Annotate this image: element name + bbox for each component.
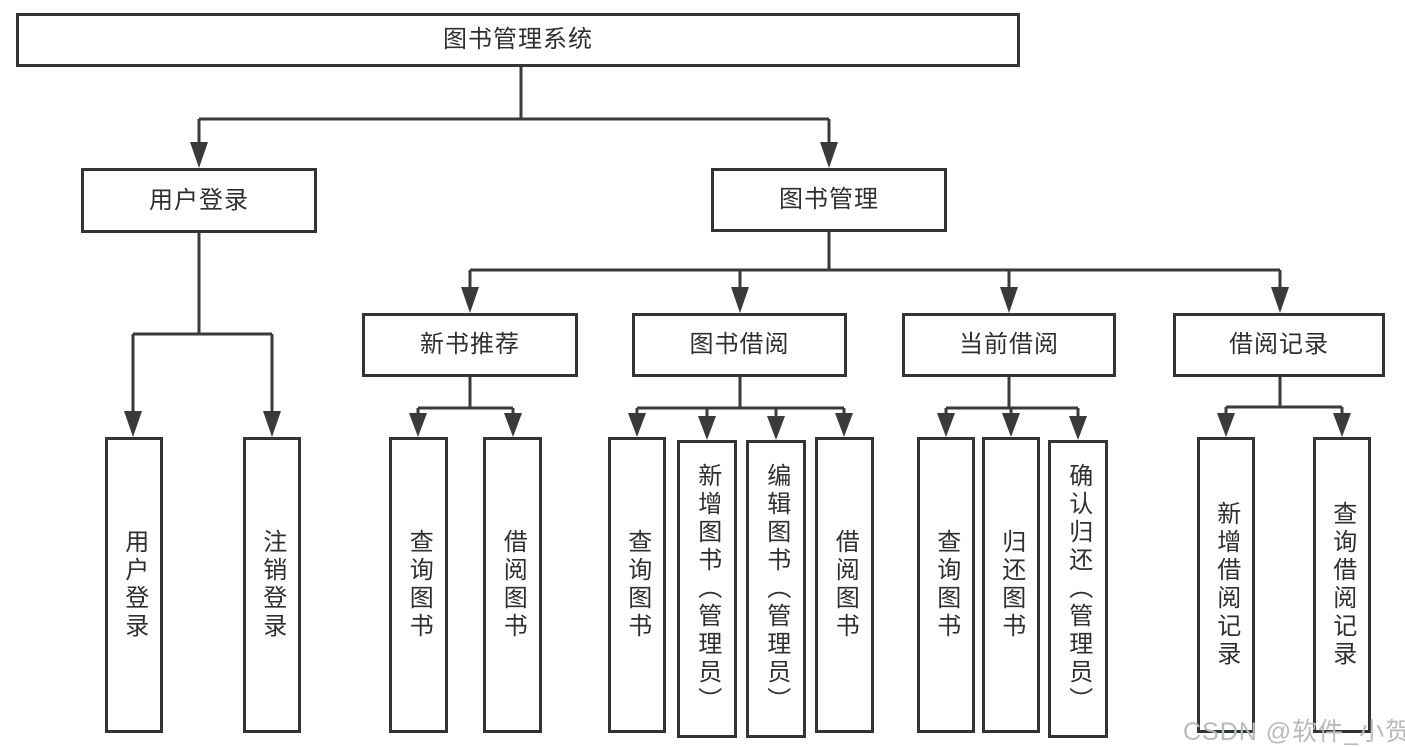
node-leaf-add-books-admin: 新增图书（管理员） [677, 440, 737, 738]
node-leaf-return-books: 归还图书 [982, 437, 1040, 733]
node-leaf-add-borrow-record: 新增借阅记录 [1197, 437, 1255, 733]
node-book-borrowing: 图书借阅 [632, 313, 847, 377]
csdn-watermark: CSDN @软件_小贺同学 [1183, 718, 1405, 746]
node-new-book-recommend: 新书推荐 [362, 313, 578, 377]
node-leaf-confirm-return-admin: 确认归还（管理员） [1048, 440, 1108, 738]
node-leaf-query-books-borrowing: 查询图书 [608, 437, 666, 733]
node-leaf-query-books-current: 查询图书 [917, 437, 975, 733]
node-book-management: 图书管理 [711, 168, 947, 232]
node-leaf-edit-books-admin: 编辑图书（管理员） [746, 440, 806, 738]
node-leaf-user-login: 用户登录 [105, 437, 163, 733]
node-leaf-borrow-books-recommend: 借阅图书 [483, 437, 542, 733]
node-leaf-borrow-books: 借阅图书 [815, 437, 874, 733]
node-current-borrowing: 当前借阅 [902, 313, 1116, 377]
node-root-system: 图书管理系统 [16, 13, 1020, 67]
node-leaf-query-borrow-record: 查询借阅记录 [1313, 437, 1371, 733]
node-leaf-query-books-recommend: 查询图书 [389, 437, 448, 733]
node-leaf-logout: 注销登录 [243, 437, 301, 733]
node-borrowing-records: 借阅记录 [1173, 313, 1385, 377]
node-user-login: 用户登录 [81, 168, 317, 233]
